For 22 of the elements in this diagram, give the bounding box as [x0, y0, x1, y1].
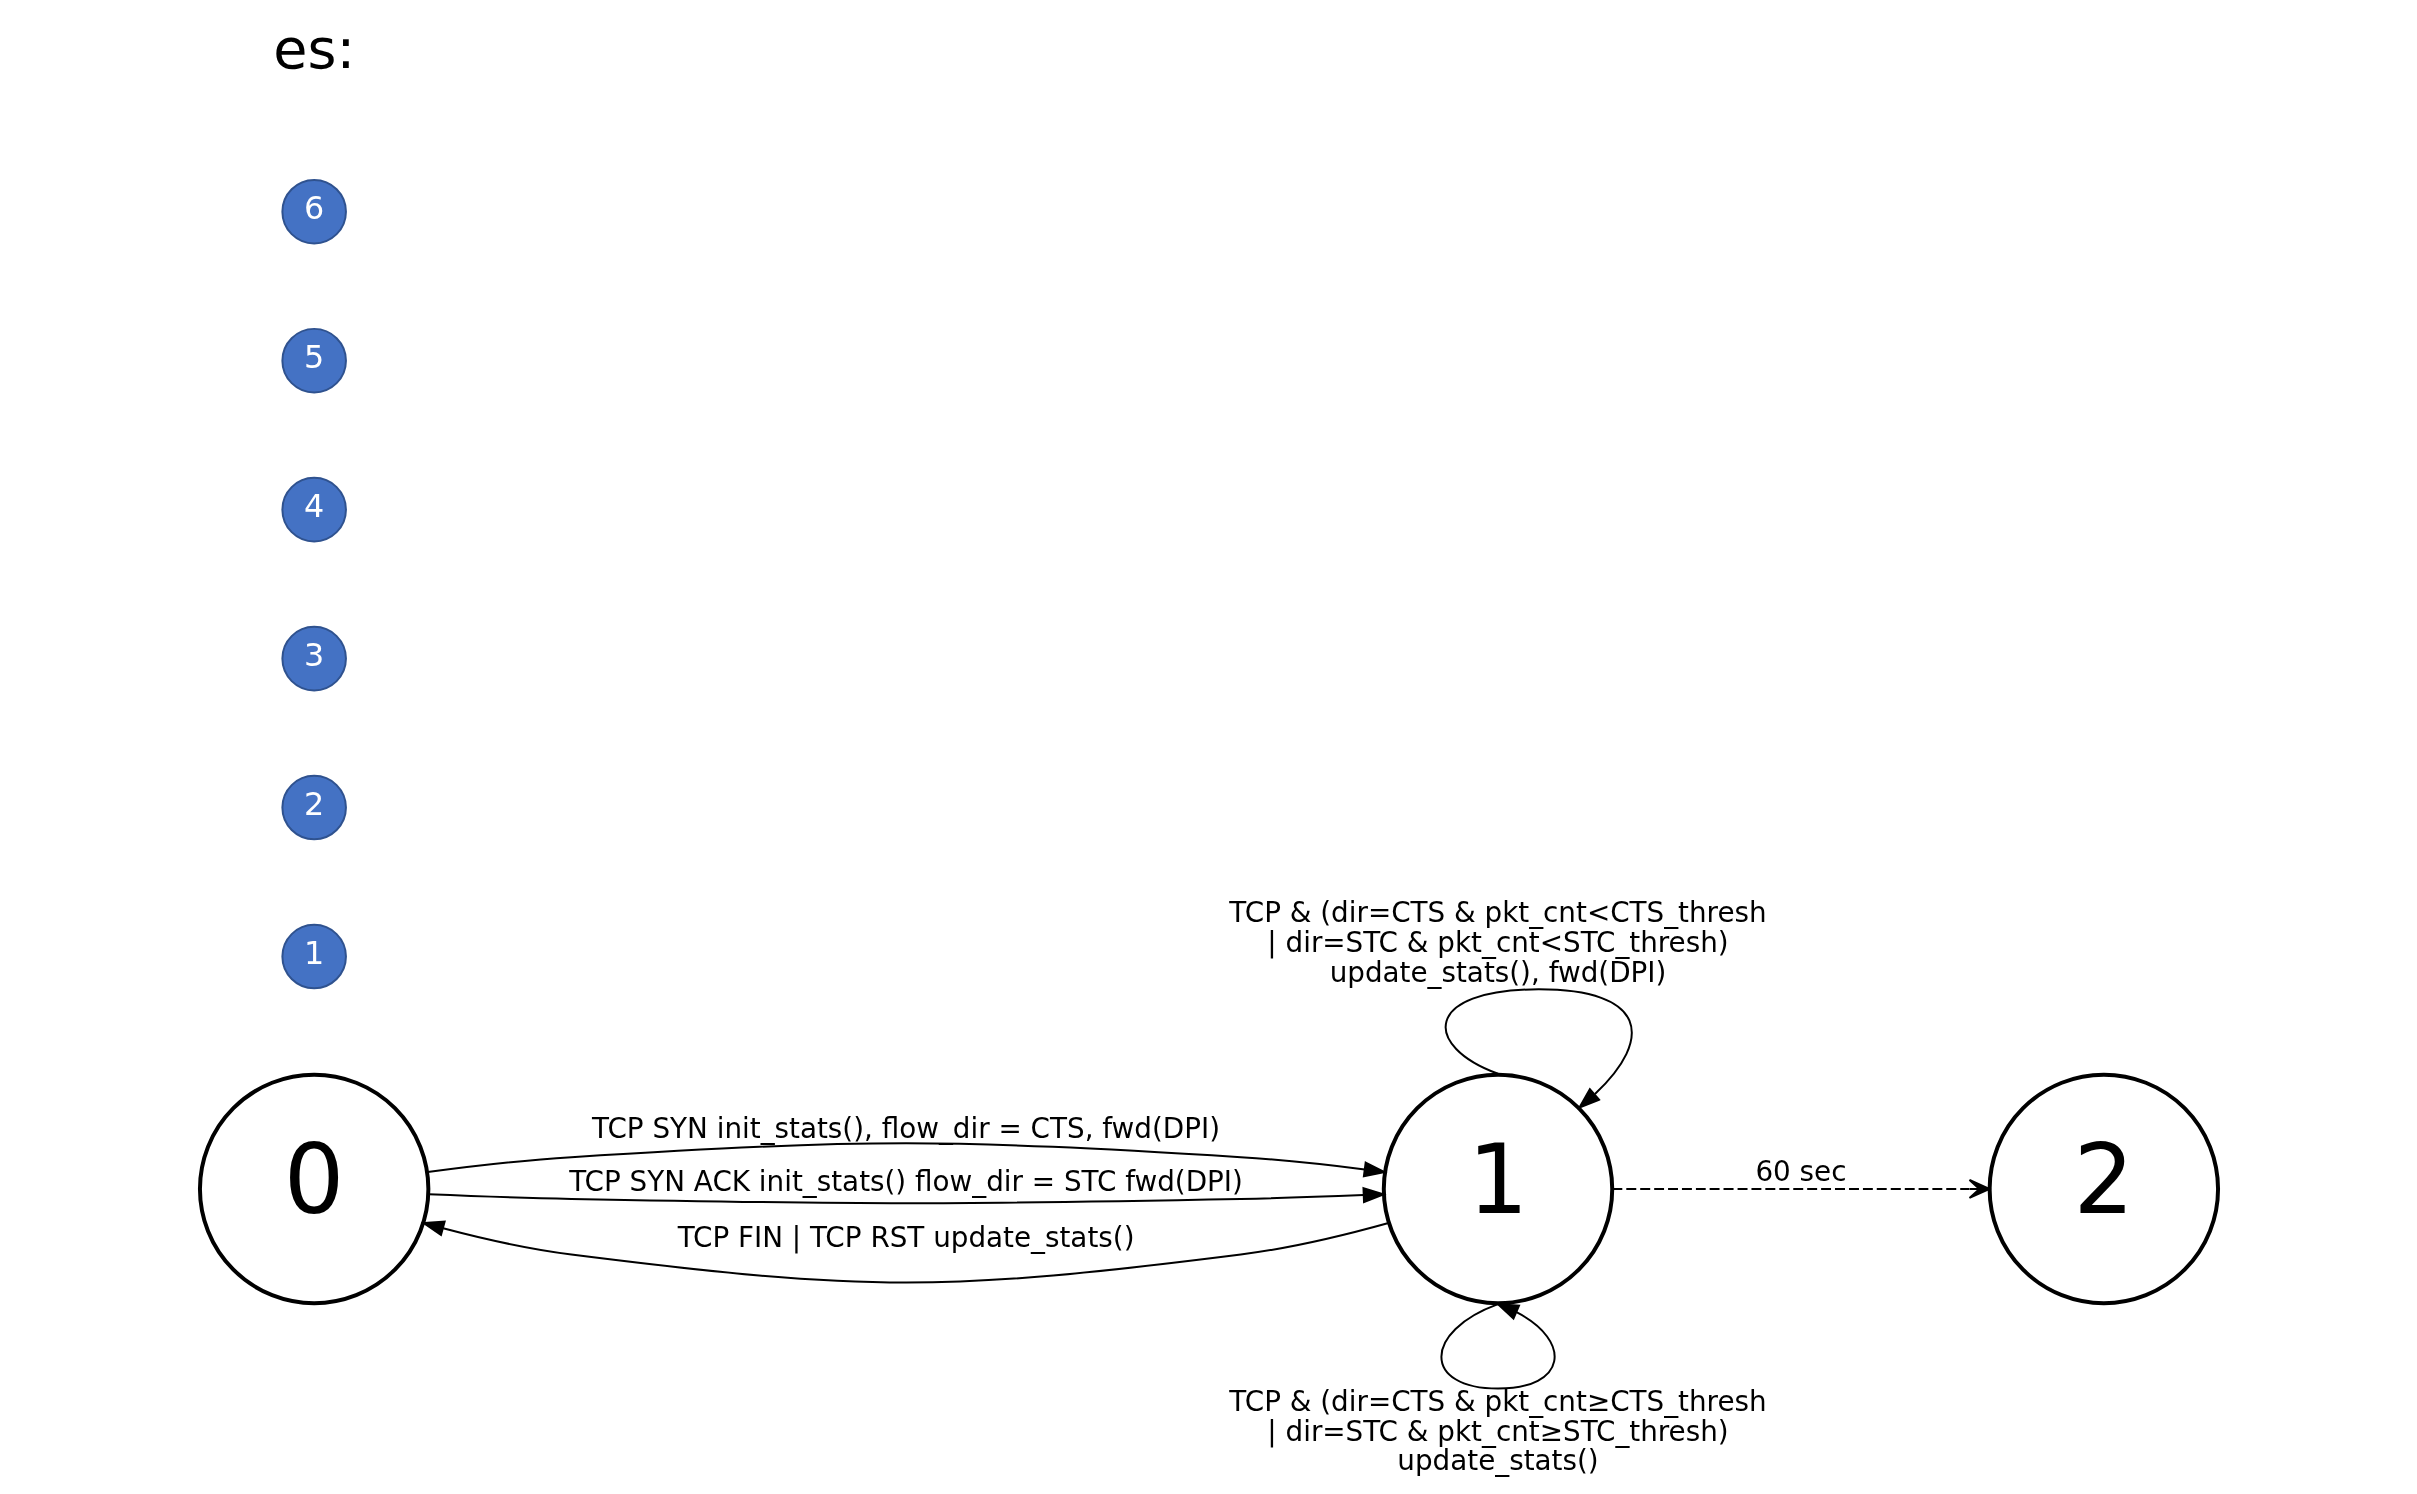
- node-circle: 2: [280, 774, 347, 841]
- node-circle: 1: [280, 923, 347, 990]
- edge-label: TCP FIN | TCP RST update_stats(): [677, 1220, 1135, 1254]
- arrow: [1611, 1179, 1990, 1199]
- edge-label: TCP SYN init_stats(), flow_dir = CTS, fwd(DPI): [591, 1111, 1220, 1145]
- node-circle: 3: [280, 625, 347, 692]
- node-circle: 5: [280, 327, 347, 394]
- node-circle: 4: [280, 476, 347, 543]
- arrow: [1444, 988, 1633, 1110]
- arrow: [426, 1142, 1387, 1178]
- node-circle: 1: [1381, 1072, 1614, 1306]
- arrow: [1439, 1302, 1555, 1390]
- label: es:: [272, 16, 355, 82]
- edge-label: 60 sec: [1754, 1155, 1846, 1189]
- node-circle: 0: [197, 1072, 430, 1306]
- edge-label: TCP & (dir=CTS & pkt_cnt≥CTS_thresh | dir=STC & pkt_cnt≥STC_thresh) update_stats(): [1228, 1384, 1767, 1478]
- node-circle: 2: [1987, 1072, 2220, 1306]
- node-circle: 6: [280, 178, 347, 245]
- edge-label: TCP & (dir=CTS & pkt_cnt<CTS_thresh | dir=STC & pkt_cnt<STC_thresh) update_stats(), fwd(DPI): [1228, 896, 1767, 989]
- arrow: [420, 1220, 1389, 1284]
- arrow: [427, 1186, 1387, 1205]
- edge-label: TCP SYN ACK init_stats() flow_dir = STC fwd(DPI): [568, 1165, 1243, 1199]
